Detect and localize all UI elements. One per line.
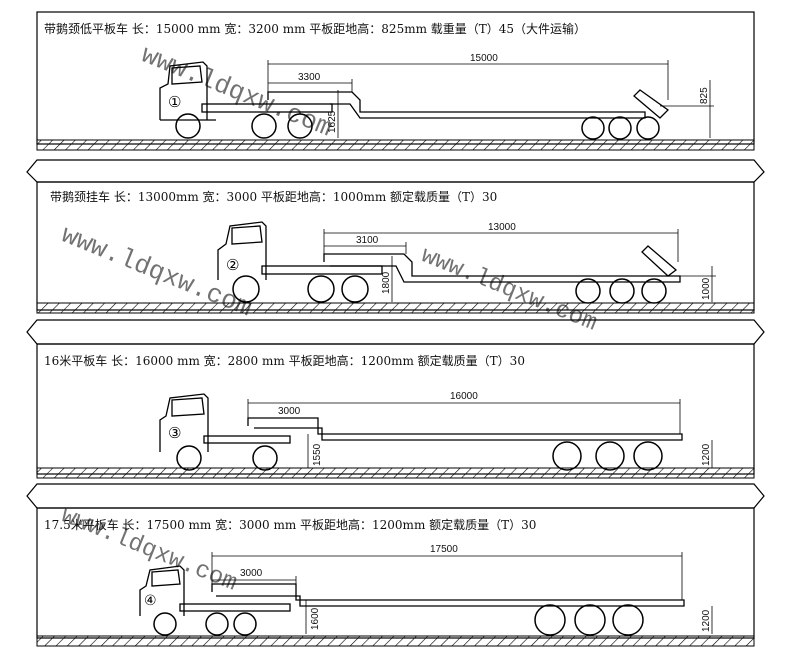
deck-height-label: 1200	[701, 443, 712, 466]
wheel	[251, 113, 277, 139]
separator-band-3	[26, 483, 765, 509]
panel-2: 13000 3100 1800 1000 ②	[36, 181, 755, 314]
ground-hatch-4	[36, 635, 755, 647]
deck-height-label: 825	[699, 87, 710, 104]
wheel	[552, 441, 582, 471]
panel-number-badge: ④	[144, 593, 157, 609]
dimension-lines-4	[211, 552, 713, 634]
tractor-3	[159, 393, 291, 452]
neck-length-label: 3300	[298, 72, 321, 83]
neck-length-label: 3000	[278, 406, 301, 417]
tractor-4	[139, 565, 291, 616]
overall-length-label: 17500	[430, 544, 458, 555]
panel-3: 16000 3000 1550 1200 ③	[36, 343, 755, 479]
wheel	[574, 604, 606, 636]
dimension-lines-3	[247, 399, 713, 468]
overall-length-label: 16000	[450, 391, 478, 402]
wheel	[176, 445, 202, 471]
tractor-1	[159, 61, 333, 121]
wheel	[534, 604, 566, 636]
overall-length-label: 13000	[488, 222, 516, 233]
trailer-3	[247, 417, 683, 441]
wheel	[287, 113, 313, 139]
panel-number-badge: ②	[226, 256, 239, 274]
dimension-lines-2	[323, 229, 716, 302]
overall-length-label: 15000	[470, 53, 498, 64]
panel-number-badge: ③	[168, 424, 181, 442]
trailer-4	[211, 583, 685, 607]
trailer-2	[323, 245, 681, 283]
deck-height-label: 1200	[701, 609, 712, 632]
panel-4: 17500 3000 1600 1200 ④	[36, 507, 755, 647]
trailer-1	[267, 89, 670, 119]
ground-hatch-3	[36, 467, 755, 479]
tractor-2	[217, 221, 383, 280]
neck-height-label: 1550	[312, 443, 323, 466]
wheel	[609, 278, 635, 304]
wheel	[232, 275, 260, 303]
neck-height-label: 1625	[327, 110, 338, 133]
panel-2-title: 带鹅颈挂车 长：13000mm 宽：3000 平板距地高：1000mm 额定载质…	[50, 190, 498, 204]
separator-band-2	[26, 319, 765, 345]
wheel	[341, 275, 369, 303]
separator-band-1	[26, 159, 765, 183]
wheel	[175, 113, 201, 139]
ground-hatch-1	[36, 139, 755, 151]
wheel	[153, 612, 177, 636]
wheel	[581, 116, 605, 140]
ground-hatch-2	[36, 302, 755, 314]
wheel	[595, 441, 625, 471]
neck-height-label: 1800	[381, 271, 392, 294]
panel-number-badge: ①	[168, 93, 181, 111]
wheel	[205, 612, 229, 636]
neck-length-label: 3000	[240, 568, 263, 579]
neck-height-label: 1600	[310, 607, 321, 630]
deck-height-label: 1000	[701, 277, 712, 300]
wheel	[612, 604, 644, 636]
wheel	[252, 445, 278, 471]
panel-3-title: 16米平板车 长：16000 mm 宽：2800 mm 平板距地高：1200mm…	[44, 354, 525, 368]
panel-1-title: 带鹅颈低平板车 长：15000 mm 宽：3200 mm 平板距地高：825mm…	[44, 22, 587, 36]
wheel	[307, 275, 335, 303]
wheel	[233, 612, 257, 636]
wheel	[636, 116, 660, 140]
dimension-lines-1	[267, 60, 714, 138]
neck-length-label: 3100	[356, 235, 379, 246]
wheel	[608, 116, 632, 140]
watermark: www.ldqxw.com www.ldqxw.com www.ldqxw.co…	[57, 40, 601, 598]
wheel	[575, 278, 601, 304]
panel-1: 15000 3300 1625 825 ①	[36, 11, 755, 151]
wheel	[641, 278, 667, 304]
wheel	[633, 441, 663, 471]
panel-4-title: 17.5米平板车 长：17500 mm 宽：3000 mm 平板距地高：1200…	[44, 518, 537, 532]
